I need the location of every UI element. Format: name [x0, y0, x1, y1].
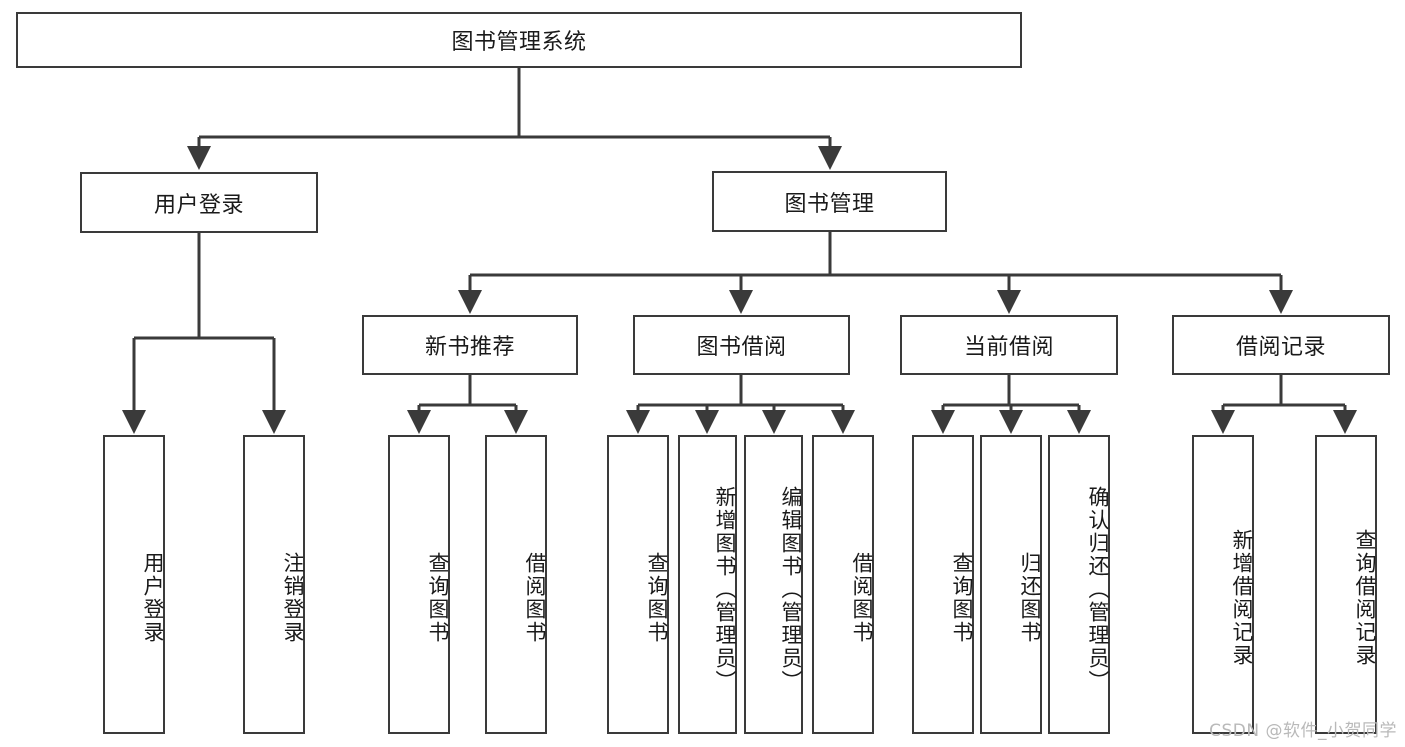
node-label: 注销登录: [281, 551, 305, 644]
node-label: 新书推荐: [424, 335, 515, 360]
node-book-management[interactable]: 图书管理: [712, 171, 947, 232]
leaf-current-borrow-query[interactable]: 查询图书: [912, 435, 974, 734]
node-book-borrow[interactable]: 图书借阅: [633, 315, 850, 375]
node-user-login[interactable]: 用户登录: [80, 172, 318, 233]
leaf-book-borrow-query[interactable]: 查询图书: [607, 435, 669, 734]
node-label: 编辑图书（管理员）: [779, 486, 803, 693]
node-label: 查询图书: [645, 551, 669, 644]
leaf-borrow-record-query[interactable]: 查询借阅记录: [1315, 435, 1377, 734]
leaf-book-borrow-edit[interactable]: 编辑图书（管理员）: [744, 435, 803, 734]
node-borrow-record[interactable]: 借阅记录: [1172, 315, 1390, 375]
node-label: 图书管理: [784, 191, 875, 217]
node-label: 用户登录: [141, 551, 165, 644]
node-label: 新增借阅记录: [1230, 528, 1254, 667]
leaf-new-book-query[interactable]: 查询图书: [388, 435, 450, 734]
leaf-user-login-signin[interactable]: 用户登录: [103, 435, 165, 734]
node-label: 查询图书: [426, 551, 450, 644]
csdn-watermark: CSDN @软件_小贺同学: [1209, 721, 1397, 741]
node-label: 借阅图书: [523, 551, 547, 644]
node-label: 图书借阅: [696, 335, 787, 360]
leaf-book-borrow-add[interactable]: 新增图书（管理员）: [678, 435, 737, 734]
leaf-current-borrow-return[interactable]: 归还图书: [980, 435, 1042, 734]
node-label: 新增图书（管理员）: [713, 486, 737, 693]
node-root-system[interactable]: 图书管理系统: [16, 12, 1022, 68]
leaf-new-book-borrow[interactable]: 借阅图书: [485, 435, 547, 734]
node-label: 图书管理系统: [451, 30, 587, 55]
node-label: 借阅图书: [850, 551, 874, 644]
leaf-borrow-record-add[interactable]: 新增借阅记录: [1192, 435, 1254, 734]
node-label: 查询借阅记录: [1353, 528, 1377, 667]
node-label: 查询图书: [950, 551, 974, 644]
node-label: 确认归还（管理员）: [1086, 486, 1110, 693]
node-new-book-recommend[interactable]: 新书推荐: [362, 315, 578, 375]
node-label: 当前借阅: [963, 335, 1054, 360]
leaf-book-borrow-borrow[interactable]: 借阅图书: [812, 435, 874, 734]
leaf-user-login-signout[interactable]: 注销登录: [243, 435, 305, 734]
node-label: 用户登录: [153, 192, 244, 218]
node-current-borrow[interactable]: 当前借阅: [900, 315, 1118, 375]
node-label: 借阅记录: [1235, 335, 1326, 360]
node-label: 归还图书: [1018, 551, 1042, 644]
leaf-current-borrow-confirm-return[interactable]: 确认归还（管理员）: [1048, 435, 1110, 734]
